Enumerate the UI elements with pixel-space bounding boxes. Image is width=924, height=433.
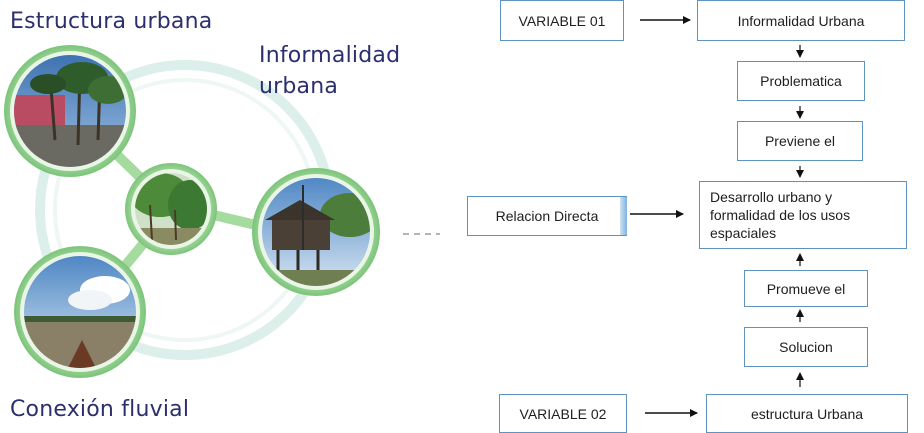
label-conexion-fluvial: Conexión fluvial [10,397,190,422]
box-relacion-directa: Relacion Directa [467,196,627,236]
box-informalidad-urbana: Informalidad Urbana [697,0,905,41]
label-estructura-urbana: Estructura urbana [10,9,213,34]
label-informalidad-line1: Informalidad [259,43,401,68]
box-estructura-urbana: estructura Urbana [706,394,908,433]
desarrollo-line1: Desarrollo urbano y [710,189,833,205]
box-solucion: Solucion [744,327,868,367]
box-variable-02: VARIABLE 02 [499,394,627,433]
desarrollo-line2: formalidad de los usos [710,207,851,223]
box-problematica: Problematica [737,61,865,101]
desarrollo-line3: espaciales [710,225,777,241]
box-promueve: Promueve el [744,270,868,307]
photo-circle-conexion [14,246,146,378]
label-informalidad-line2: urbana [259,74,339,99]
photo-circle-center [125,163,217,255]
photo-circle-informalidad [252,168,380,296]
relacion-label: Relacion Directa [495,208,599,224]
relacion-accent-bar [620,197,627,235]
box-desarrollo-urbano: Desarrollo urbano y formalidad de los us… [699,181,907,249]
concept-circles-graphic [4,45,440,378]
box-previene: Previene el [737,121,863,161]
photo-circle-estructura [4,45,136,177]
box-variable-01: VARIABLE 01 [500,0,624,41]
